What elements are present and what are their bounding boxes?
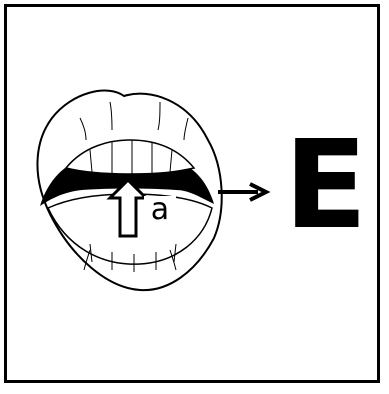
result-letter: E [284,110,364,260]
vowel-label: a [144,193,176,227]
